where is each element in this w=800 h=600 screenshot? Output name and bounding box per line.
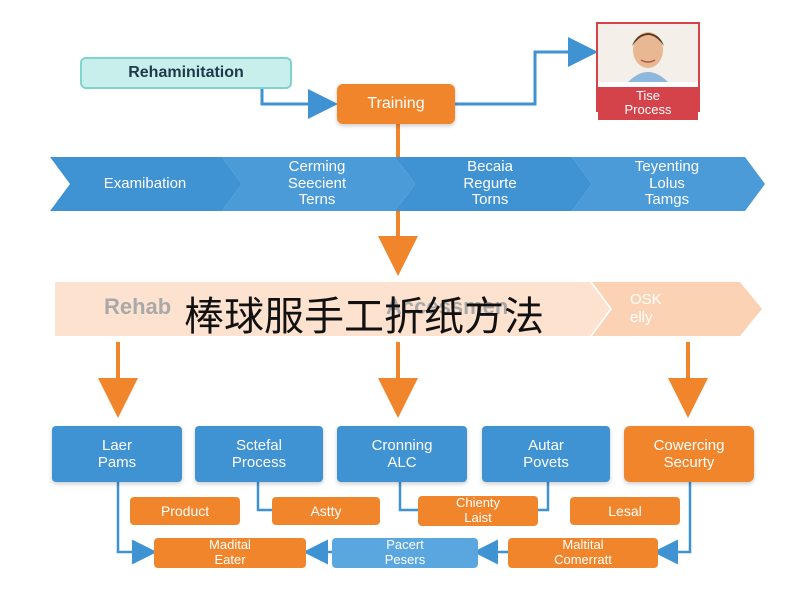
band-shape-main <box>55 282 610 336</box>
band-faded-mid: Accessmen <box>386 294 509 319</box>
chevron-1-line1: Examibation <box>103 174 187 192</box>
band-right-line2: elly <box>630 309 653 326</box>
chevron-becaia: Becaia Regurte Torns <box>415 157 565 211</box>
node-cronning-alc: Cronning ALC <box>337 426 467 482</box>
chevron-3-line3: Torns <box>471 191 509 209</box>
node-laer-line2: Pams <box>97 454 137 471</box>
node-sctefal-process: Sctefal Process <box>195 426 323 482</box>
training-node: Training <box>337 84 455 124</box>
node-laer-pams: Laer Pams <box>52 426 182 482</box>
chevron-2-line3: Terns <box>298 191 336 209</box>
band-right-line1: OSK <box>630 291 662 308</box>
node-madital-eater: Madital Eater <box>154 537 306 568</box>
node-chienty-line1: Chienty <box>455 495 501 511</box>
rehab-node: Rehaminitation <box>80 57 292 89</box>
chevron-shape-2 <box>222 157 415 211</box>
chevron-4-line1: Teyenting <box>634 158 700 176</box>
band-right-label: OSK elly <box>630 291 690 327</box>
chevron-2-line2: Seecient <box>287 174 347 192</box>
node-astty-label: Astty <box>310 502 342 519</box>
node-pacert-line2: Pesers <box>384 552 426 567</box>
node-astty: Astty <box>272 497 380 525</box>
process-photo-card: Tise Process <box>596 22 700 120</box>
chevron-shape-4 <box>572 157 765 211</box>
chevron-teyenting: Teyenting Lolus Tamgs <box>592 157 742 211</box>
chevron-shape-1 <box>50 157 242 211</box>
node-pacert-line1: Pacert <box>386 537 424 553</box>
node-cowercing-line2: Securty <box>663 454 715 471</box>
node-maltital-line2: Comerratt <box>554 552 612 567</box>
node-pacert-pesers: Pacert Pesers <box>332 537 478 568</box>
rehab-label: Rehaminitation <box>128 63 244 81</box>
line-sctefal-to-astty <box>256 482 272 512</box>
chevron-cerming: Cerming Seecient Terns <box>242 157 392 211</box>
line-cowercing-to-maltital <box>653 482 692 565</box>
node-autar-line2: Povets <box>523 454 569 471</box>
node-cowercing-securty: Cowercing Securty <box>624 426 754 482</box>
node-product-label: Product <box>160 502 210 519</box>
node-chienty-line2: Laist <box>464 510 492 525</box>
node-autar-povets: Autar Povets <box>482 426 610 482</box>
chevron-3-line1: Becaia <box>467 158 513 176</box>
node-cowercing-line1: Cowercing <box>653 436 725 454</box>
overlay-title: 棒球服手工折纸方法 <box>184 294 544 340</box>
line-autar-to-chienty <box>538 482 550 512</box>
chevron-4-line2: Lolus <box>649 174 685 192</box>
chevron-4-line3: Tamgs <box>644 191 690 209</box>
band-shape-right <box>592 282 762 336</box>
node-lesal: Lesal <box>570 497 680 525</box>
node-sctefal-line2: Process <box>231 454 287 471</box>
node-maltital-comerratt: Maltital Comerratt <box>508 537 658 568</box>
arrow-training-to-process <box>455 37 598 106</box>
line-cronning-to-chienty <box>398 482 418 512</box>
line-laer-to-madital <box>116 482 157 565</box>
node-product: Product <box>130 497 240 525</box>
node-lesal-label: Lesal <box>608 502 642 519</box>
chevron-2-line1: Cerming <box>288 158 346 176</box>
chevron-examibation: Examibation <box>70 157 220 211</box>
node-maltital-line1: Maltital <box>562 537 604 553</box>
node-laer-line1: Laer <box>101 436 133 454</box>
node-autar-line1: Autar <box>528 436 564 454</box>
process-card-line1: Tise <box>635 88 661 103</box>
node-cronning-line1: Cronning <box>371 436 433 454</box>
person-photo-icon <box>598 24 698 82</box>
arrow-rehab-to-training <box>260 88 338 119</box>
node-chienty-laist: Chienty Laist <box>418 495 538 526</box>
node-cronning-line2: ALC <box>387 454 417 471</box>
chevron-3-line2: Regurte <box>463 174 517 192</box>
process-card-line2: Process <box>624 102 672 118</box>
node-sctefal-line1: Sctefal <box>236 436 282 454</box>
training-label: Training <box>367 94 425 112</box>
node-madital-line2: Eater <box>214 552 246 567</box>
node-madital-line1: Madital <box>209 537 251 553</box>
chevron-shape-3 <box>395 157 592 211</box>
band-faded-left: Rehab <box>104 294 172 319</box>
